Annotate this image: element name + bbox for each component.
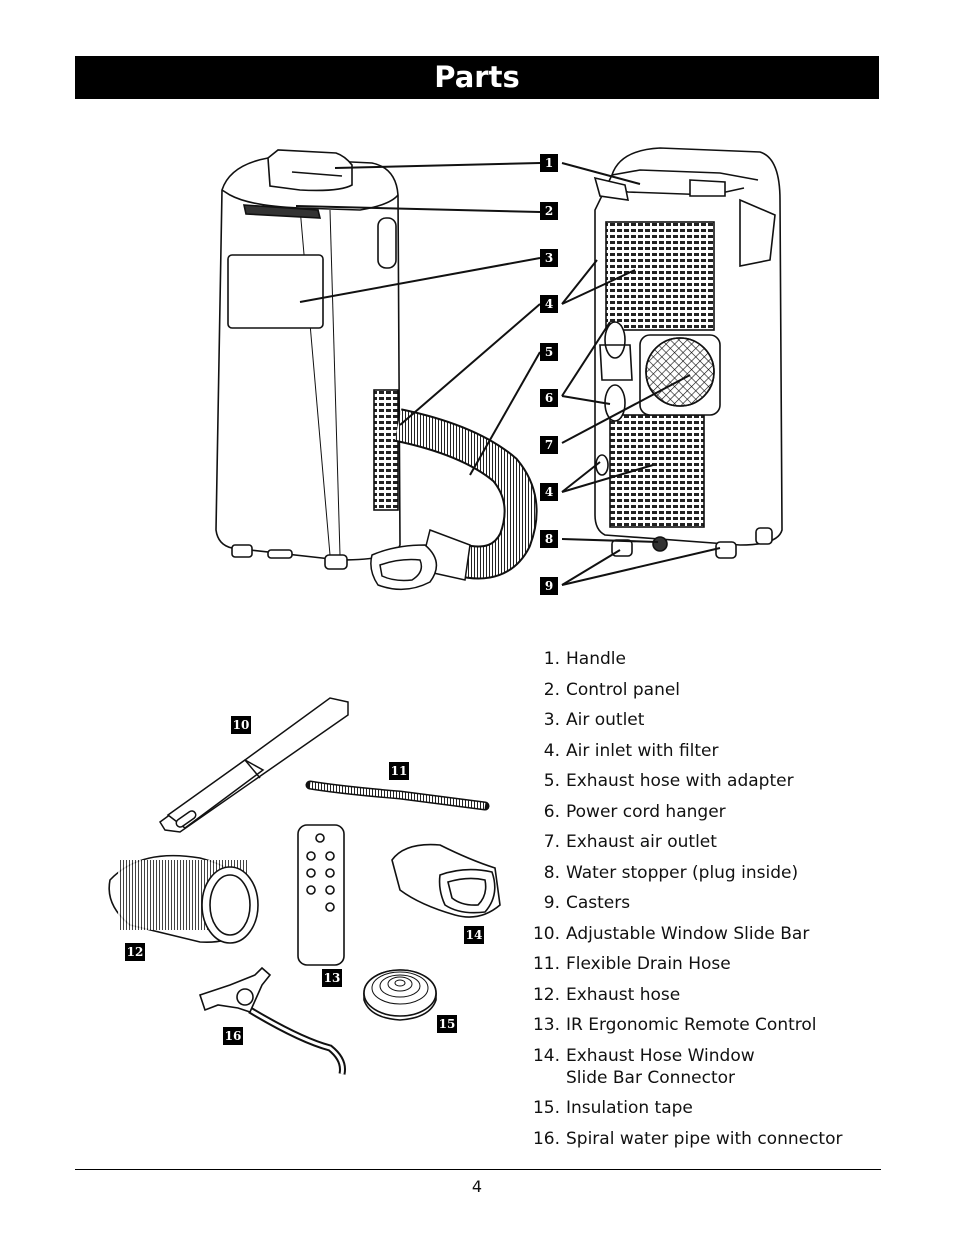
list-item: 8. Water stopper (plug inside)	[530, 862, 842, 884]
list-item-number: 2.	[543, 679, 560, 700]
list-item-label: Power cord hanger	[566, 801, 726, 822]
callout-9: 9	[540, 577, 558, 595]
list-item-label: Water stopper (plug inside)	[566, 862, 799, 883]
list-item-label: Adjustable Window Slide Bar	[566, 923, 810, 944]
callout-4-lower: 4	[540, 483, 558, 501]
list-item-label: Casters	[566, 893, 631, 913]
list-item-label: Exhaust air outlet	[566, 832, 717, 852]
callout-16: 16	[223, 1027, 243, 1045]
list-item-number: 14.	[532, 1045, 560, 1066]
list-item-number: 10.	[532, 923, 560, 944]
window-slide-bar	[158, 697, 349, 833]
list-item: 15. Insulation tape	[530, 1097, 842, 1119]
callout-3: 3	[540, 249, 558, 267]
page-number: 4	[471, 1177, 483, 1196]
parts-list: 1. Handle 2. Control panel 3. Air outlet 4.…	[530, 648, 843, 1158]
list-item-label: IR Ergonomic Remote Control	[566, 1015, 817, 1035]
list-item-label-line2: Slide Bar Connector	[566, 1067, 736, 1088]
page-title: Parts	[434, 60, 520, 94]
list-item: 1. Handle	[530, 648, 842, 670]
front-unit	[215, 149, 401, 570]
list-item-number: 1.	[543, 649, 560, 669]
list-item: 2. Control panel	[530, 679, 842, 701]
list-item-label: Exhaust hose	[566, 984, 681, 1005]
callout-6: 6	[540, 389, 558, 407]
callout-15: 15	[437, 1015, 457, 1033]
exhaust-hose-coil	[108, 854, 259, 944]
list-item-label: Air outlet	[566, 710, 645, 730]
list-item: 5. Exhaust hose with adapter	[530, 770, 842, 792]
callout-5: 5	[540, 343, 558, 361]
list-item-number: 5.	[543, 771, 560, 791]
list-item-number: 12.	[532, 984, 560, 1005]
list-item-number: 13.	[532, 1015, 560, 1035]
list-item: 10. Adjustable Window Slide Bar	[530, 923, 842, 945]
callout-7: 7	[540, 436, 558, 454]
list-item-label: Exhaust Hose Window	[566, 1045, 755, 1066]
callout-1: 1	[540, 154, 558, 172]
list-item-label: Air inlet with filter	[566, 740, 719, 761]
exhaust-hose-front	[370, 408, 538, 591]
leader-lines	[295, 162, 721, 586]
list-item-number: 16.	[532, 1128, 560, 1149]
list-item: 7. Exhaust air outlet	[530, 831, 842, 853]
list-item: 6. Power cord hanger	[530, 801, 842, 823]
callout-4: 4	[540, 295, 558, 313]
callout-11: 11	[389, 762, 409, 780]
list-item-label: Spiral water pipe with connector	[566, 1128, 843, 1149]
remote-control	[297, 824, 345, 966]
list-item-number: 15.	[532, 1098, 560, 1118]
callout-2: 2	[540, 202, 558, 220]
list-item: 3. Air outlet	[530, 709, 842, 731]
list-item: 4. Air inlet with filter	[530, 740, 842, 762]
list-item-label: Control panel	[566, 679, 681, 700]
list-item: 16. Spiral water pipe with connector	[530, 1128, 843, 1150]
list-item-number: 4.	[543, 740, 560, 761]
page-title-banner: Parts	[75, 56, 879, 99]
list-item-number: 3.	[543, 710, 560, 730]
footer-divider	[75, 1169, 881, 1170]
spiral-water-pipe	[198, 966, 346, 1075]
window-connector	[391, 843, 501, 918]
list-item: 13. IR Ergonomic Remote Control	[530, 1014, 842, 1036]
list-item-label: Insulation tape	[566, 1098, 693, 1118]
flexible-drain-hose	[305, 780, 490, 811]
list-item: 9. Casters	[530, 892, 842, 914]
list-item: 12. Exhaust hose	[530, 984, 842, 1006]
list-item-number: 9.	[543, 893, 560, 913]
callout-13: 13	[322, 969, 342, 987]
list-item-label: Flexible Drain Hose	[566, 954, 731, 974]
list-item-number: 6.	[543, 801, 560, 822]
callout-12: 12	[125, 943, 145, 961]
list-item-number: 7.	[543, 832, 560, 852]
list-item-number: 11.	[532, 954, 560, 974]
callout-10: 10	[231, 716, 251, 734]
callout-14: 14	[464, 926, 484, 944]
list-item-label: Handle	[566, 649, 626, 669]
list-item-number: 8.	[543, 862, 560, 883]
list-item: 11. Flexible Drain Hose	[530, 953, 842, 975]
callout-8: 8	[540, 530, 558, 548]
list-item-label: Exhaust hose with adapter	[566, 771, 794, 791]
back-unit	[593, 147, 783, 559]
insulation-tape	[363, 969, 437, 1021]
